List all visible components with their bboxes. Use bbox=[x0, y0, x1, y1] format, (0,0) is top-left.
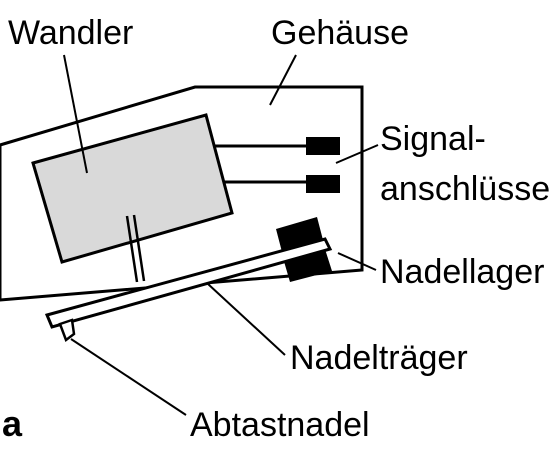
coupling-line-left bbox=[125, 215, 139, 283]
stylus-tip bbox=[58, 318, 76, 343]
coupling-line-right bbox=[132, 214, 146, 282]
leader-stylus bbox=[70, 338, 187, 416]
leader-signal bbox=[335, 144, 379, 164]
leader-bearing bbox=[337, 252, 377, 271]
label-needle-bearing: Nadellager bbox=[380, 253, 544, 291]
label-signal-line1: Signal- bbox=[380, 120, 486, 158]
label-transducer: Wandler bbox=[8, 14, 133, 52]
panel-letter: a bbox=[2, 403, 23, 444]
leader-carrier bbox=[207, 283, 286, 356]
label-signal-line2: anschlüsse bbox=[380, 170, 550, 208]
label-needle-carrier: Nadelträger bbox=[290, 339, 468, 377]
needle-carrier-bar bbox=[44, 237, 333, 329]
label-stylus: Abtastnadel bbox=[190, 406, 370, 444]
signal-connector-lower bbox=[306, 175, 340, 193]
leader-transducer bbox=[63, 54, 88, 174]
signal-connector-upper bbox=[306, 137, 340, 155]
leader-housing bbox=[269, 54, 297, 106]
label-housing: Gehäuse bbox=[271, 14, 409, 52]
